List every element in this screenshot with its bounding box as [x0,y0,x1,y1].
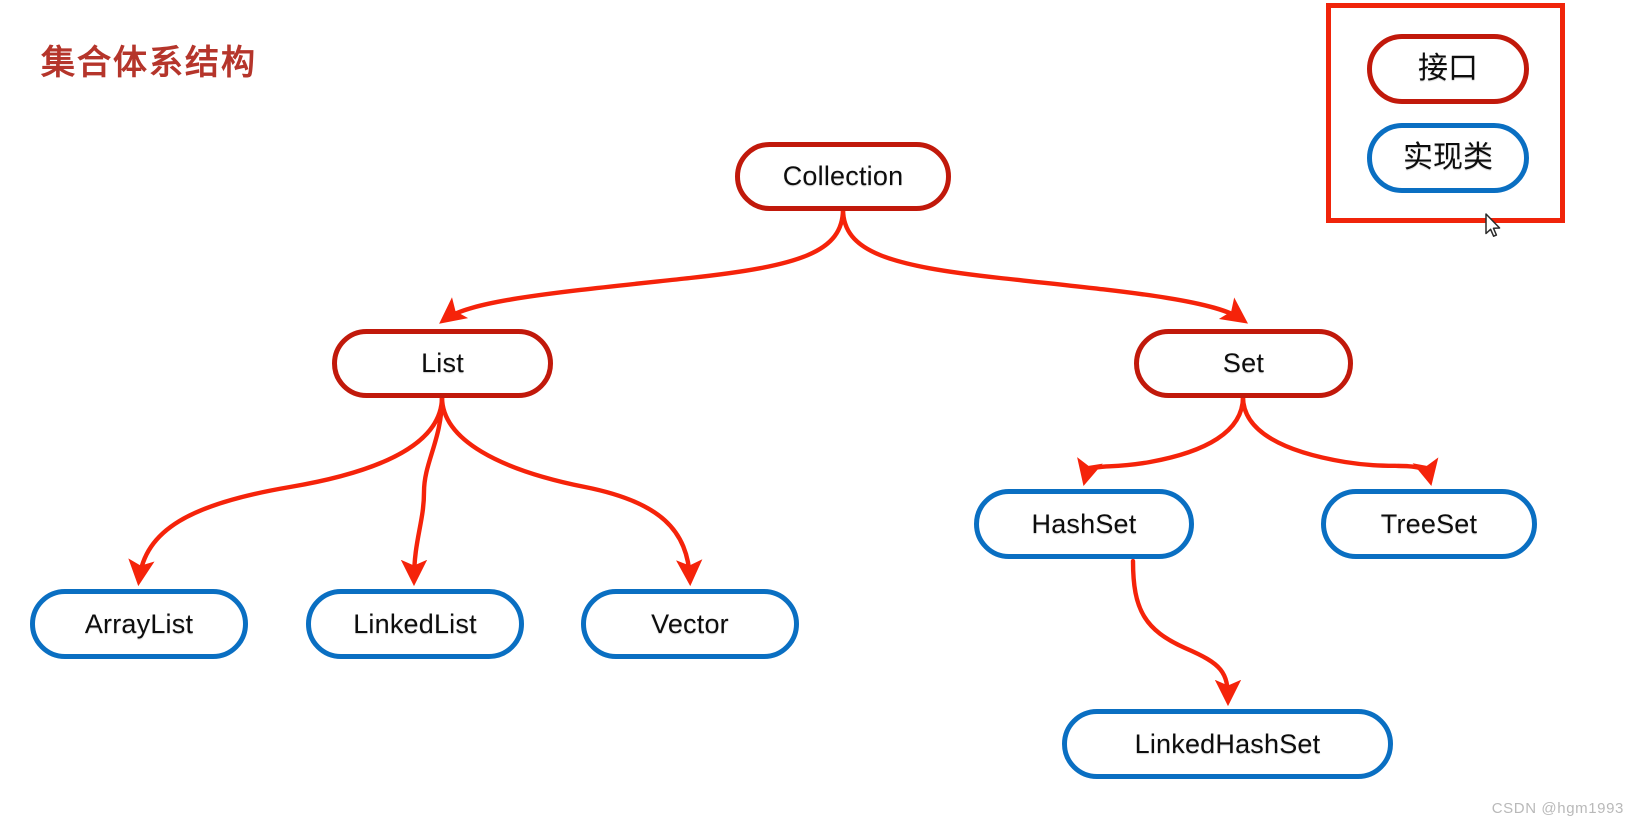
mouse-cursor-icon [1485,213,1501,237]
node-linkedhashset[interactable]: LinkedHashSet [1062,709,1393,779]
node-vector[interactable]: Vector [581,589,799,659]
page-title: 集合体系结构 [41,44,257,82]
edge-set-to-treeset [1240,394,1439,487]
legend-box: 接口 实现类 [1326,3,1565,223]
edge-hashset-to-linkedhashset [1130,558,1242,707]
edge-collection-to-set [840,206,1249,324]
edge-list-to-vector [439,394,703,587]
node-hashset[interactable]: HashSet [974,489,1194,559]
edge-set-to-hashset [1077,394,1246,486]
edge-collection-to-list [439,206,846,324]
legend-item-interface-label: 接口 [1418,52,1478,85]
node-arraylist-label: ArrayList [84,608,194,639]
edge-list-to-linkedlist [400,394,445,587]
node-list[interactable]: List [332,329,553,398]
legend-item-implementation-label: 实现类 [1403,141,1493,174]
node-linkedlist[interactable]: LinkedList [306,589,524,659]
node-arraylist[interactable]: ArrayList [30,589,248,659]
node-treeset-label: TreeSet [1380,508,1478,539]
node-hashset-label: HashSet [1031,508,1137,539]
node-collection-label: Collection [782,161,904,191]
node-set[interactable]: Set [1134,329,1353,398]
node-linkedhashset-label: LinkedHashSet [1134,728,1321,759]
node-list-label: List [421,348,464,378]
legend-item-interface: 接口 [1367,34,1529,104]
node-collection[interactable]: Collection [735,142,951,211]
node-linkedlist-label: LinkedList [353,608,477,639]
node-set-label: Set [1222,348,1265,378]
legend-item-implementation: 实现类 [1367,123,1529,193]
node-vector-label: Vector [651,608,729,639]
edge-list-to-arraylist [128,394,445,587]
watermark: CSDN @hgm1993 [1491,800,1624,817]
node-treeset[interactable]: TreeSet [1321,489,1537,559]
